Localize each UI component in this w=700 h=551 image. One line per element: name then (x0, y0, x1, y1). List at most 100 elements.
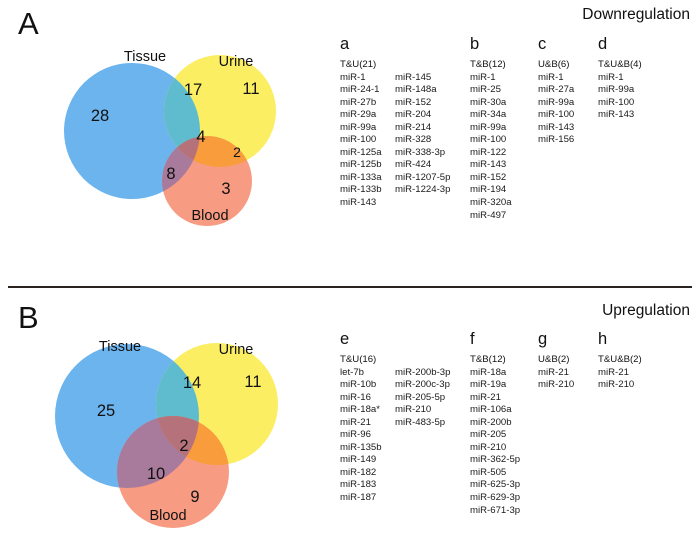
list-item: miR-338-3p (395, 146, 446, 158)
list-item: miR-320a (470, 196, 512, 208)
venn-count-urine-blood: 2 (233, 144, 241, 160)
list-d-letter: d (598, 35, 608, 53)
list-item: miR-100 (598, 96, 635, 108)
list-block-d: d T&U&B(4) miR-1 miR-99a miR-100 miR-143 (598, 36, 653, 122)
list-item: miR-1207-5p (395, 171, 451, 183)
list-item: miR-99a (340, 121, 377, 133)
list-a-header: T&U(21) (340, 59, 377, 70)
list-item: miR-210 (470, 441, 507, 453)
list-item: miR-21 (470, 391, 501, 403)
list-block-e: e T&U(16) let-7b miR-10b miR-16 miR-18a*… (340, 331, 457, 505)
list-item: miR-148a (395, 84, 437, 96)
list-d-column-1: miR-1 miR-99a miR-100 miR-143 (598, 72, 653, 122)
list-c-header: U&B(6) (538, 59, 570, 70)
list-item: miR-156 (538, 134, 575, 146)
venn-overlap-tissue-blood (162, 136, 200, 199)
venn-count-tissue-only: 28 (91, 107, 109, 125)
list-block-c: c U&B(6) miR-1 miR-27a miR-99a miR-100 m… (538, 36, 593, 147)
list-f-column-1: miR-18a miR-19a miR-21 miR-106a miR-200b… (470, 367, 525, 518)
list-item: miR-99a (538, 96, 575, 108)
list-item: miR-125a (340, 146, 382, 158)
list-item: miR-24-1 (340, 84, 380, 96)
list-item: miR-152 (470, 171, 507, 183)
list-item: miR-204 (395, 109, 432, 121)
list-item: miR-629-3p (470, 491, 521, 503)
list-item: miR-1224-3p (395, 184, 451, 196)
list-g-column-1: miR-21 miR-210 (538, 367, 593, 392)
list-item: miR-145 (395, 71, 432, 83)
list-item: miR-328 (395, 134, 432, 146)
list-item: miR-30a (470, 96, 507, 108)
list-a-column-2: miR-145 miR-148a miR-152 miR-204 miR-214… (395, 72, 457, 210)
list-item: miR-200c-3p (395, 379, 450, 391)
list-c-column-1: miR-1 miR-27a miR-99a miR-100 miR-143 mi… (538, 72, 593, 147)
venn-count-tissue-blood: 10 (147, 465, 165, 483)
list-a-letter: a (340, 35, 350, 53)
venn-count-blood-only: 9 (190, 488, 199, 506)
venn-label-blood: Blood (191, 208, 228, 224)
list-item: miR-205-5p (395, 391, 446, 403)
list-item: miR-27a (538, 84, 575, 96)
venn-count-urine-only: 11 (242, 80, 259, 98)
list-item: miR-1 (470, 71, 496, 83)
list-item: miR-497 (470, 209, 507, 221)
list-item: miR-483-5p (395, 416, 446, 428)
list-item: miR-21 (598, 366, 629, 378)
list-g-header: U&B(2) (538, 354, 570, 365)
list-block-b: b T&B(12) miR-1 miR-25 miR-30a miR-34a m… (470, 36, 525, 222)
venn-count-all-three: 2 (179, 437, 188, 455)
list-item: miR-100 (538, 109, 575, 121)
list-item: miR-19a (470, 379, 507, 391)
list-item: miR-21 (340, 416, 371, 428)
list-item: miR-671-3p (470, 504, 521, 516)
venn-label-tissue: Tissue (124, 49, 166, 65)
list-item: miR-106a (470, 404, 512, 416)
list-item: miR-133b (340, 184, 382, 196)
venn-count-tissue-only: 25 (97, 402, 115, 420)
venn-label-urine: Urine (219, 342, 254, 358)
list-item: miR-205 (470, 429, 507, 441)
venn-count-all-three: 4 (196, 128, 205, 146)
list-item: miR-1 (538, 71, 564, 83)
list-item: miR-122 (470, 146, 507, 158)
list-item: miR-10b (340, 379, 377, 391)
panel-b-regulation-title: Upregulation (602, 302, 690, 319)
list-item: miR-100 (340, 134, 377, 146)
list-item: miR-182 (340, 466, 377, 478)
venn-count-tissue-blood: 8 (166, 165, 175, 183)
venn-overlap-urine-blood (156, 416, 229, 465)
list-item: miR-133a (340, 171, 382, 183)
list-item: miR-143 (538, 121, 575, 133)
list-a-column-1: miR-1 miR-24-1 miR-27b miR-29a miR-99a m… (340, 72, 395, 210)
panel-a: A Downregulation (18, 6, 690, 226)
list-b-header: T&B(12) (470, 59, 506, 70)
venn-label-urine: Urine (219, 54, 254, 70)
list-item: miR-143 (340, 196, 377, 208)
list-block-g: g U&B(2) miR-21 miR-210 (538, 331, 593, 392)
list-item: miR-194 (470, 184, 507, 196)
list-f-letter: f (470, 330, 475, 348)
list-item: miR-424 (395, 159, 432, 171)
venn-count-tissue-urine: 14 (183, 374, 201, 392)
list-item: miR-183 (340, 479, 377, 491)
list-item: miR-187 (340, 491, 377, 503)
panel-b: B Upregulation (0, 290, 700, 551)
list-item: miR-152 (395, 96, 432, 108)
list-item: let-7b (340, 366, 364, 378)
list-h-header: T&U&B(2) (598, 354, 642, 365)
list-e-header: T&U(16) (340, 354, 377, 365)
list-h-column-1: miR-21 miR-210 (598, 367, 653, 392)
list-item: miR-27b (340, 96, 377, 108)
list-item: miR-16 (340, 391, 371, 403)
venn-count-urine-only: 11 (244, 373, 261, 391)
list-item: miR-214 (395, 121, 432, 133)
list-b-letter: b (470, 35, 480, 53)
list-item: miR-210 (598, 379, 635, 391)
list-e-column-2: miR-200b-3p miR-200c-3p miR-205-5p miR-2… (395, 367, 457, 505)
list-item: miR-21 (538, 366, 569, 378)
venn-count-tissue-urine: 17 (184, 81, 202, 99)
panel-b-letter: B (18, 300, 39, 335)
list-b-column-1: miR-1 miR-25 miR-30a miR-34a miR-99a miR… (470, 72, 525, 223)
list-item: miR-1 (340, 71, 366, 83)
